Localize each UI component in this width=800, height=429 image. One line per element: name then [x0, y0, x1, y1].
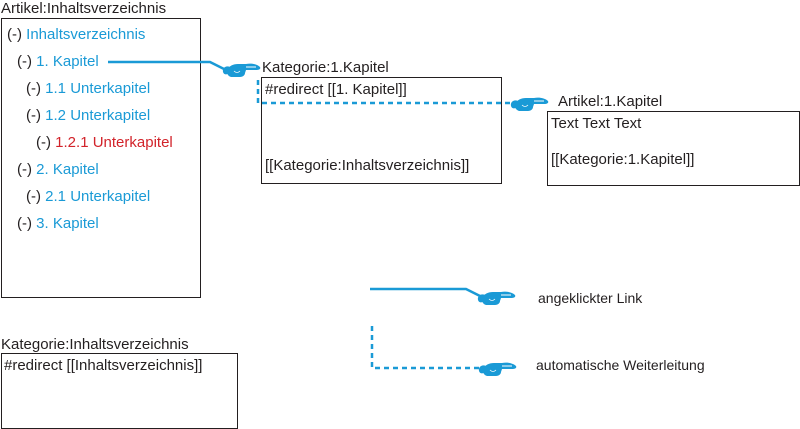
toc-item-prefix: (-) — [36, 134, 51, 151]
toc-item-3[interactable]: (-) 1.2 Unterkapitel — [26, 107, 150, 124]
toc-item-prefix: (-) — [26, 107, 41, 124]
category-chapter-redirect: #redirect [[1. Kapitel]] — [265, 81, 407, 98]
category-chapter-box: #redirect [[1. Kapitel]] [[Kategorie:Inh… — [261, 77, 502, 184]
toc-item-label[interactable]: 1. Kapitel — [36, 53, 99, 70]
redirect-connector — [256, 80, 520, 105]
pointing-hand-icon — [222, 63, 261, 78]
category-toc-redirect: #redirect [[Inhaltsverzeichnis]] — [4, 357, 203, 374]
toc-item-prefix: (-) — [7, 26, 22, 43]
toc-item-prefix: (-) — [17, 53, 32, 70]
legend-clicked-link-label: angeklickter Link — [538, 290, 643, 306]
legend-solid-line — [370, 287, 486, 298]
toc-item-6[interactable]: (-) 2.1 Unterkapitel — [26, 188, 150, 205]
category-chapter-title: Kategorie:1.Kapitel — [262, 59, 389, 76]
toc-item-label[interactable]: Inhaltsverzeichnis — [26, 26, 146, 43]
category-toc-title: Kategorie:Inhaltsverzeichnis — [1, 336, 189, 353]
toc-item-5[interactable]: (-) 2. Kapitel — [17, 161, 99, 178]
article-toc-box: (-) Inhaltsverzeichnis (-) 1. Kapitel (-… — [1, 18, 201, 298]
toc-item-label[interactable]: 2. Kapitel — [36, 161, 99, 178]
toc-item-prefix: (-) — [26, 80, 41, 97]
toc-item-prefix: (-) — [17, 215, 32, 232]
pointing-hand-icon — [510, 97, 549, 112]
pointing-hand-icon — [478, 362, 517, 377]
toc-item-7[interactable]: (-) 3. Kapitel — [17, 215, 99, 232]
pointing-hand-icon — [477, 291, 516, 306]
legend-auto-redirect-label: automatische Weiterleitung — [536, 357, 705, 373]
category-chapter-category: [[Kategorie:Inhaltsverzeichnis]] — [265, 157, 470, 174]
toc-item-label[interactable]: 2.1 Unterkapitel — [45, 188, 151, 205]
article-chapter-category: [[Kategorie:1.Kapitel]] — [551, 151, 695, 168]
article-chapter-box: Text Text Text [[Kategorie:1.Kapitel]] — [547, 111, 800, 186]
category-toc-box: #redirect [[Inhaltsverzeichnis]] — [1, 353, 238, 429]
article-chapter-title: Artikel:1.Kapitel — [558, 93, 663, 110]
toc-item-1[interactable]: (-) 1. Kapitel — [17, 53, 99, 70]
toc-item-label[interactable]: 1.1 Unterkapitel — [45, 80, 151, 97]
toc-item-label[interactable]: 1.2 Unterkapitel — [45, 107, 151, 124]
article-toc-title: Artikel:Inhaltsverzeichnis — [1, 0, 167, 17]
toc-item-prefix: (-) — [26, 188, 41, 205]
legend-dashed-line — [370, 326, 488, 370]
clicked-link-connector — [108, 60, 236, 71]
toc-item-prefix: (-) — [17, 161, 32, 178]
article-chapter-body: Text Text Text — [551, 115, 642, 132]
toc-item-2[interactable]: (-) 1.1 Unterkapitel — [26, 80, 150, 97]
toc-item-label[interactable]: 1.2.1 Unterkapitel — [55, 134, 173, 151]
toc-item-0[interactable]: (-) Inhaltsverzeichnis — [7, 26, 145, 43]
toc-item-label[interactable]: 3. Kapitel — [36, 215, 99, 232]
toc-item-4[interactable]: (-) 1.2.1 Unterkapitel — [36, 134, 173, 151]
